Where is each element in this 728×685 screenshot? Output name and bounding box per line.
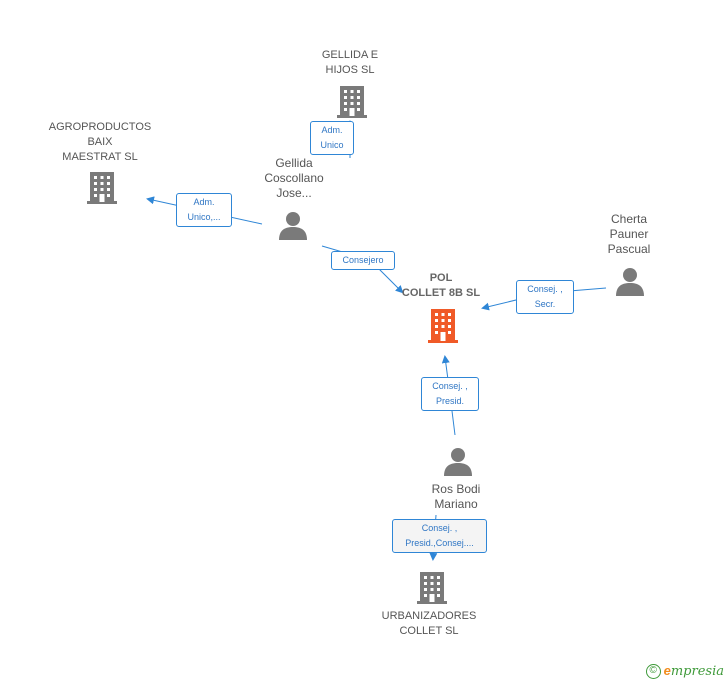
building-icon[interactable] (336, 84, 368, 118)
edge-label-consej-presid[interactable]: Consej. , Presid. (421, 377, 479, 411)
edge-label-adm-unico[interactable]: Adm. Unico (310, 121, 354, 155)
person-icon[interactable] (443, 446, 473, 476)
building-icon[interactable] (86, 170, 118, 204)
edge-label-consej-secr[interactable]: Consej. , Secr. (516, 280, 574, 314)
edge-label-consej-presid-consej[interactable]: Consej. , Presid.,Consej.... (392, 519, 487, 553)
node-label-agroproductos: AGROPRODUCTOS BAIX MAESTRAT SL (48, 121, 152, 163)
node-label-pol-collet: POL COLLET 8B SL (401, 272, 481, 299)
node-label-gellida-hijos: GELLIDA E HIJOS SL (321, 49, 379, 76)
edge-label-consejero[interactable]: Consejero (331, 251, 395, 270)
node-label-gellida-coscollano: Gellida Coscollano Jose... (264, 156, 324, 200)
building-icon[interactable] (416, 570, 448, 604)
building-icon[interactable] (427, 307, 459, 343)
node-label-cherta-pauner: Cherta Pauner Pascual (607, 212, 651, 256)
brand-logo: ©empresia (645, 663, 724, 679)
person-icon[interactable] (615, 266, 645, 296)
node-label-urbanizadores: URBANIZADORES COLLET SL (381, 610, 477, 637)
copyright-icon: © (645, 664, 661, 679)
node-label-ros-bodi: Ros Bodi Mariano (431, 482, 481, 511)
edge-label-adm-unico-agro[interactable]: Adm. Unico,... (176, 193, 232, 227)
person-icon[interactable] (278, 210, 308, 240)
